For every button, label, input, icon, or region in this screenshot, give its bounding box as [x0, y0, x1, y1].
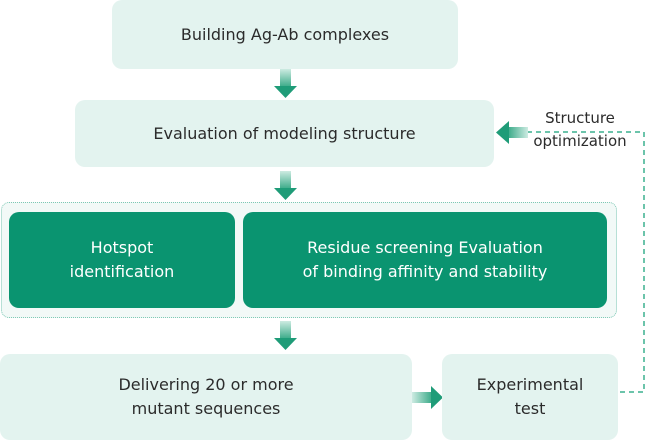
- feedback-label-line1: Structure: [545, 109, 615, 127]
- right-arrow: [412, 386, 443, 409]
- feedback-dashed-line: [526, 131, 645, 393]
- node-hotspot-line2: identification: [69, 262, 175, 281]
- feedback-label: Structure optimization: [520, 107, 640, 153]
- node-residue-line1: Residue screening Evaluation: [307, 238, 543, 257]
- node-hotspot-line1: Hotspot: [90, 238, 154, 257]
- node-experimental-line2: test: [514, 399, 546, 418]
- down-arrow-2: [274, 171, 297, 200]
- node-delivering-line2: mutant sequences: [131, 399, 281, 418]
- node-residue-line2: of binding affinity and stability: [302, 262, 548, 281]
- node-experimental-line1: Experimental: [476, 375, 584, 394]
- node-hotspot: Hotspot identification: [9, 212, 235, 308]
- feedback-label-line2: optimization: [533, 132, 627, 150]
- node-building-label: Building Ag-Ab complexes: [180, 24, 390, 44]
- left-arrow: [496, 121, 528, 144]
- down-arrow-3: [274, 321, 297, 350]
- node-evaluation: Evaluation of modeling structure: [75, 100, 494, 167]
- node-evaluation-label: Evaluation of modeling structure: [153, 123, 416, 143]
- node-building-complexes: Building Ag-Ab complexes: [112, 0, 458, 69]
- node-delivering-line1: Delivering 20 or more: [118, 375, 294, 394]
- down-arrow-1: [274, 69, 297, 98]
- node-experimental-test: Experimental test: [442, 354, 618, 440]
- node-residue-screening: Residue screening Evaluation of binding …: [243, 212, 607, 308]
- node-delivering: Delivering 20 or more mutant sequences: [0, 354, 412, 440]
